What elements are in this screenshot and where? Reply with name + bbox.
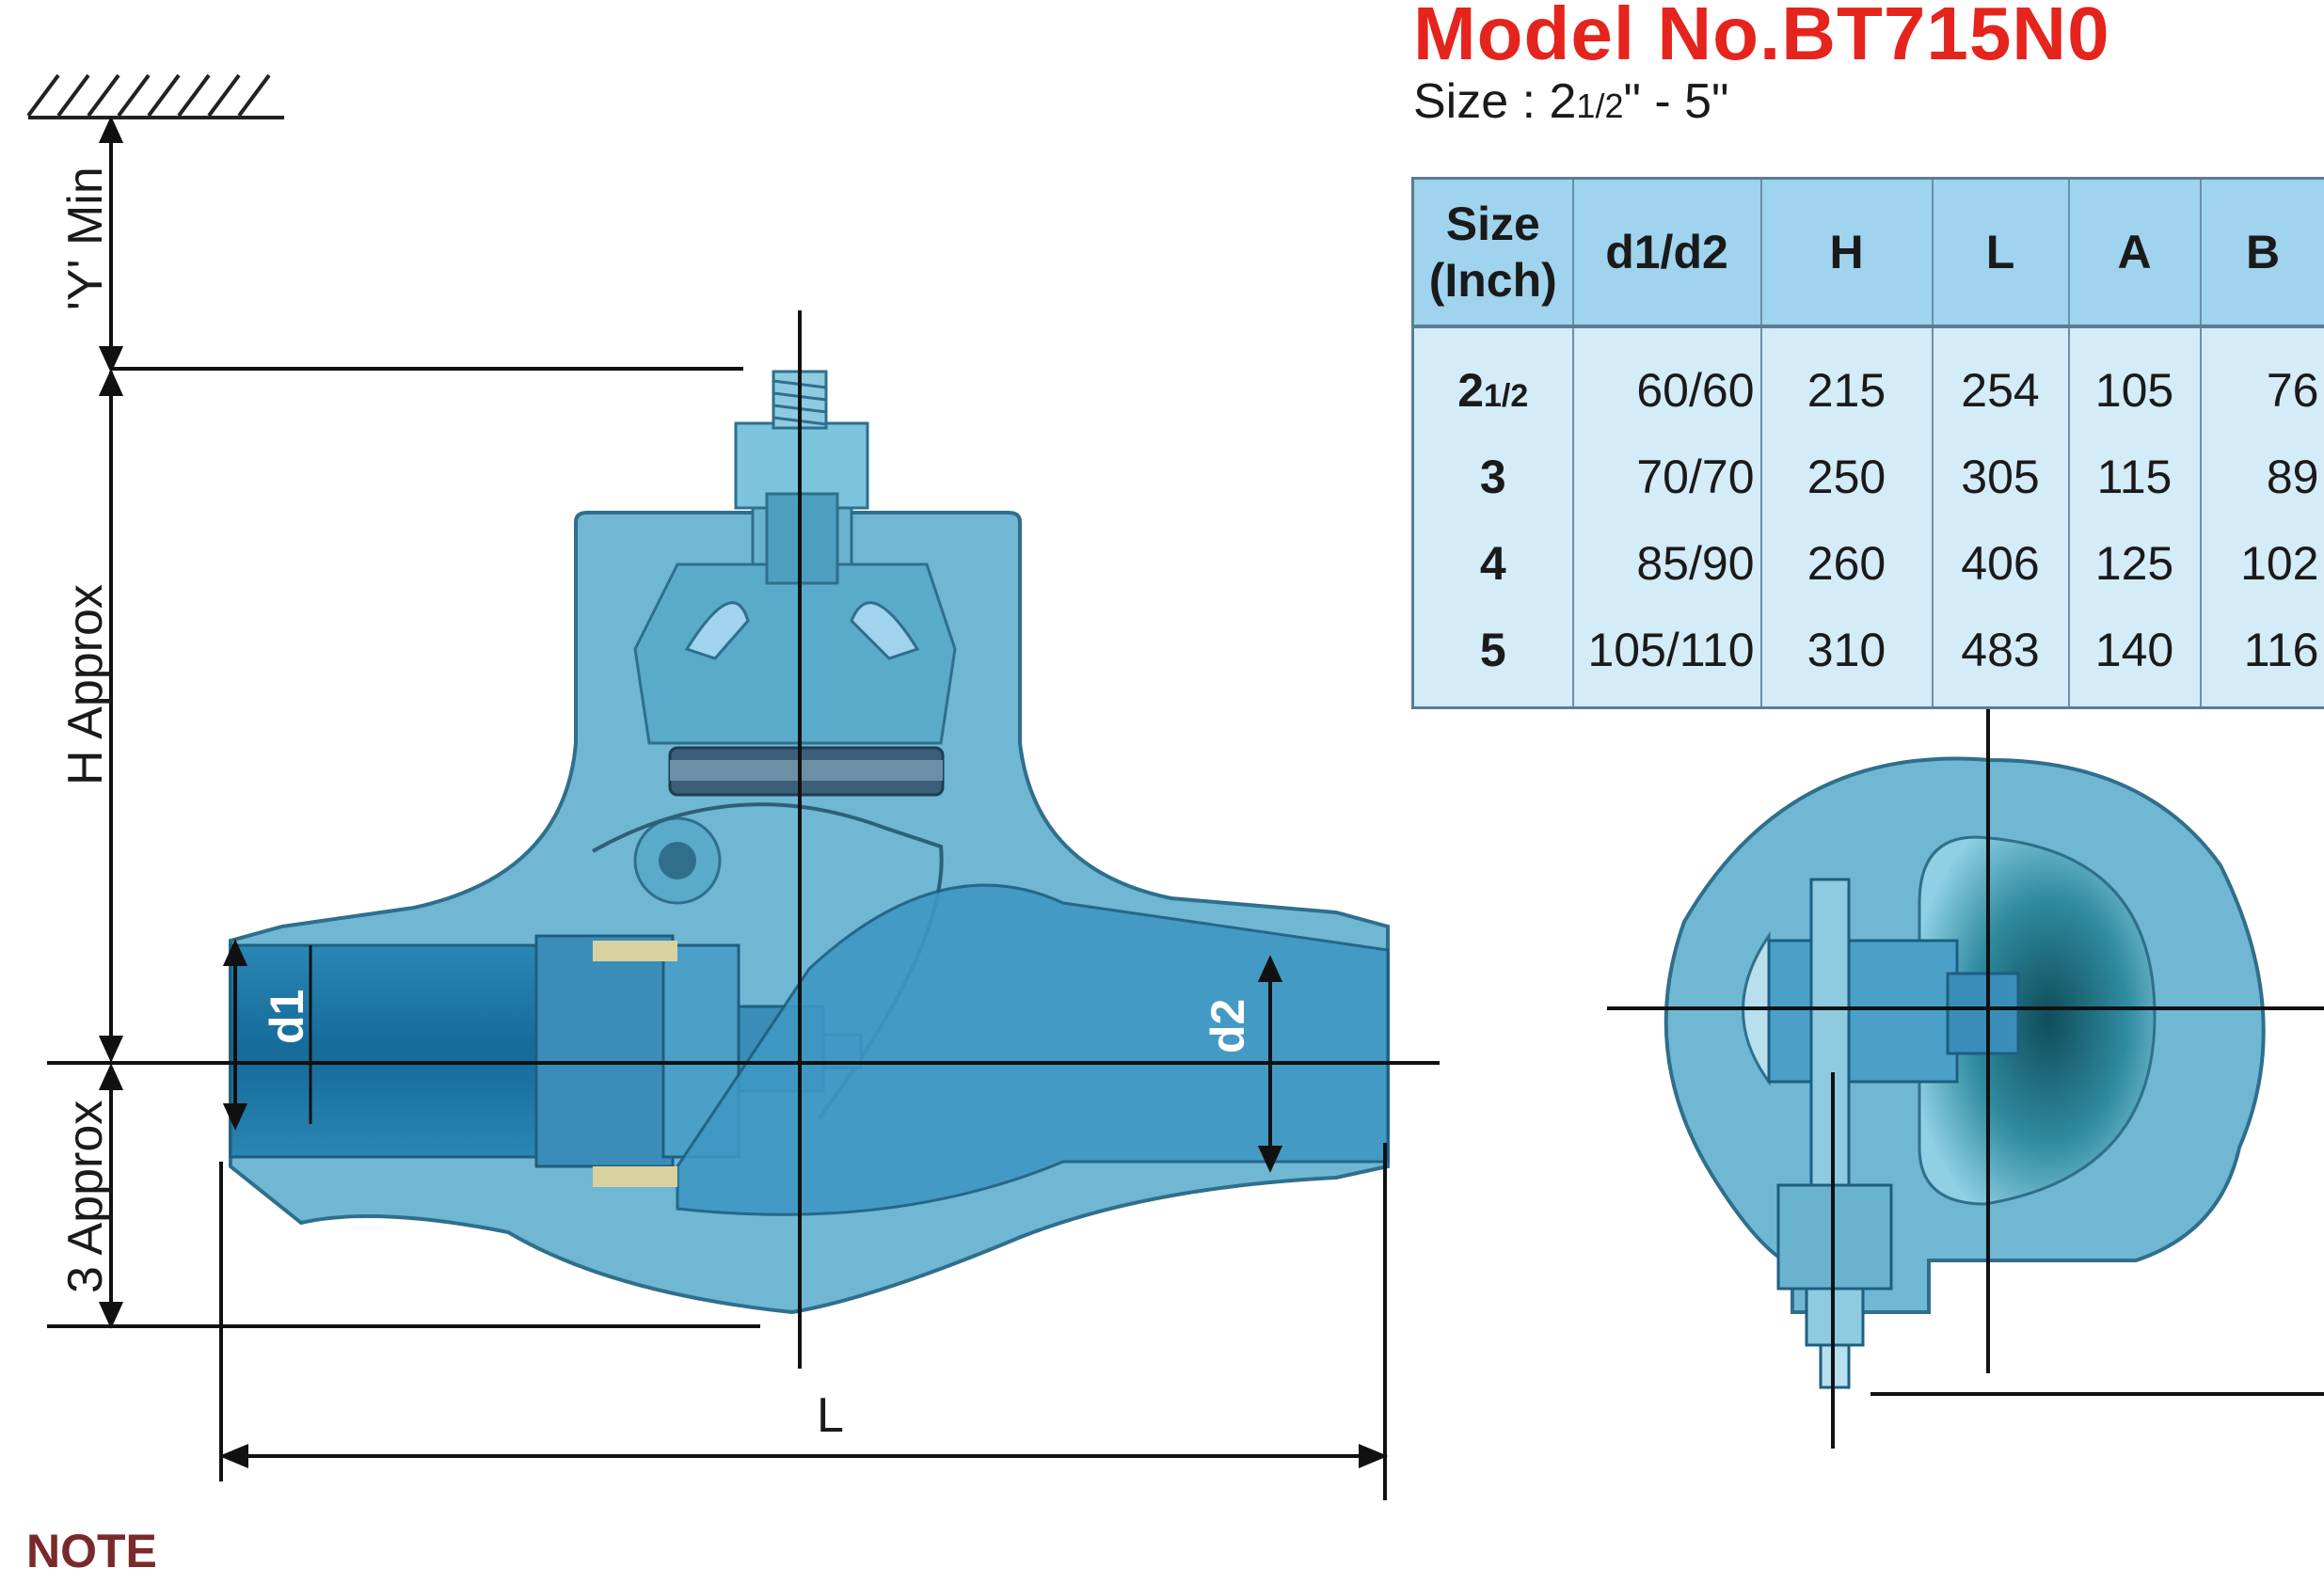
spec-table-body: 21/2 60/60 215 254 105 76 3 70/70 250 30… xyxy=(1411,326,2324,709)
table-row: 4 85/90 260 406 125 102 xyxy=(1411,520,2324,607)
dim-h-approx: H Approx xyxy=(58,584,113,785)
outlet-bore xyxy=(676,883,1390,1216)
cell-h: 215 xyxy=(1760,326,1934,434)
dimension-lines xyxy=(47,116,1389,1500)
dim-d1: d1 xyxy=(261,990,313,1044)
size-range-label: Size : 2 xyxy=(1413,74,1577,129)
end-view-nut xyxy=(1946,972,2020,1055)
inlet-bore xyxy=(229,943,543,1159)
cell-a: 115 xyxy=(2068,434,2202,520)
col-header-a: A xyxy=(2068,177,2202,328)
cell-h: 250 xyxy=(1760,434,1934,520)
cell-size: 3 xyxy=(1411,434,1574,520)
cell-l: 305 xyxy=(1932,434,2070,520)
cell-a: 125 xyxy=(2068,520,2202,607)
centerlines-end xyxy=(1607,696,2324,1449)
cell-d1d2: 60/60 xyxy=(1572,326,1762,434)
dim-y-min: 'Y' Min xyxy=(58,166,113,310)
cell-size: 4 xyxy=(1411,520,1574,607)
cell-b: 116 xyxy=(2200,607,2324,709)
cell-d1d2: 105/110 xyxy=(1572,607,1762,709)
table-row: 3 70/70 250 305 115 89 xyxy=(1411,434,2324,520)
col-header-d1d2: d1/d2 xyxy=(1572,177,1762,328)
seat-pad-bottom xyxy=(593,1166,677,1187)
col-header-size-line1: Size xyxy=(1445,198,1540,250)
cell-b: 102 xyxy=(2200,520,2324,607)
dim-d2: d2 xyxy=(1202,999,1254,1053)
seat-ring xyxy=(534,934,675,1168)
col-header-h: H xyxy=(1760,177,1934,328)
bonnet-stem-bore xyxy=(765,492,839,585)
cell-h: 260 xyxy=(1760,520,1934,607)
cell-l: 406 xyxy=(1932,520,2070,607)
valve-side-view xyxy=(229,370,1390,1315)
model-title: Model No.BT715N0 xyxy=(1413,0,2110,75)
cell-size-whole: 3 xyxy=(1479,451,1506,503)
cell-a: 140 xyxy=(2068,607,2202,709)
cell-l: 483 xyxy=(1932,607,2070,709)
col-header-size-line2: (Inch) xyxy=(1428,254,1557,307)
seal-right xyxy=(850,601,920,660)
size-range-frac: 1/2 xyxy=(1576,87,1624,125)
col-header-b: B xyxy=(2200,177,2324,328)
col-header-size: Size (Inch) xyxy=(1411,177,1574,328)
end-view-hinge xyxy=(1767,939,1959,1084)
cell-d1d2: 70/70 xyxy=(1572,434,1762,520)
note-heading: NOTE xyxy=(26,1525,157,1577)
centerlines-side xyxy=(47,310,1440,1369)
seal-left xyxy=(684,601,750,660)
table-header-row: Size (Inch) d1/d2 H L A B xyxy=(1411,177,2324,328)
cell-d1d2: 85/90 xyxy=(1572,520,1762,607)
cell-size: 21/2 xyxy=(1411,326,1574,434)
cell-b: 89 xyxy=(2200,434,2324,520)
cell-size-whole: 5 xyxy=(1479,624,1506,676)
size-range-rest: " - 5" xyxy=(1623,74,1729,129)
cell-size-whole: 4 xyxy=(1479,537,1506,590)
table-row: 5 105/110 310 483 140 116 xyxy=(1411,607,2324,709)
cell-a: 105 xyxy=(2068,326,2202,434)
seat-pad-top xyxy=(593,941,677,961)
table-row: 21/2 60/60 215 254 105 76 xyxy=(1411,326,2324,434)
dim-l: L xyxy=(817,1388,844,1443)
col-header-l: L xyxy=(1932,177,2070,328)
cell-l: 254 xyxy=(1932,326,2070,434)
hinge-pin-center xyxy=(659,842,696,879)
size-range: Size : 21/2" - 5" xyxy=(1413,73,1729,130)
cell-size-frac: 1/2 xyxy=(1484,378,1529,414)
spec-table-head: Size (Inch) d1/d2 H L A B xyxy=(1411,177,2324,328)
valve-end-view xyxy=(1663,756,2266,1389)
gasket-ring-inner xyxy=(670,760,943,781)
dim-3-approx: 3 Approx xyxy=(58,1101,113,1293)
cell-h: 310 xyxy=(1760,607,1934,709)
cell-size-whole: 2 xyxy=(1457,364,1485,417)
cell-b: 76 xyxy=(2200,326,2324,434)
ceiling-hatch xyxy=(26,73,284,119)
cell-size: 5 xyxy=(1411,607,1574,709)
spec-table: Size (Inch) d1/d2 H L A B 21/2 60/60 215… xyxy=(1411,177,2324,709)
end-view-disc xyxy=(1918,835,2157,1206)
